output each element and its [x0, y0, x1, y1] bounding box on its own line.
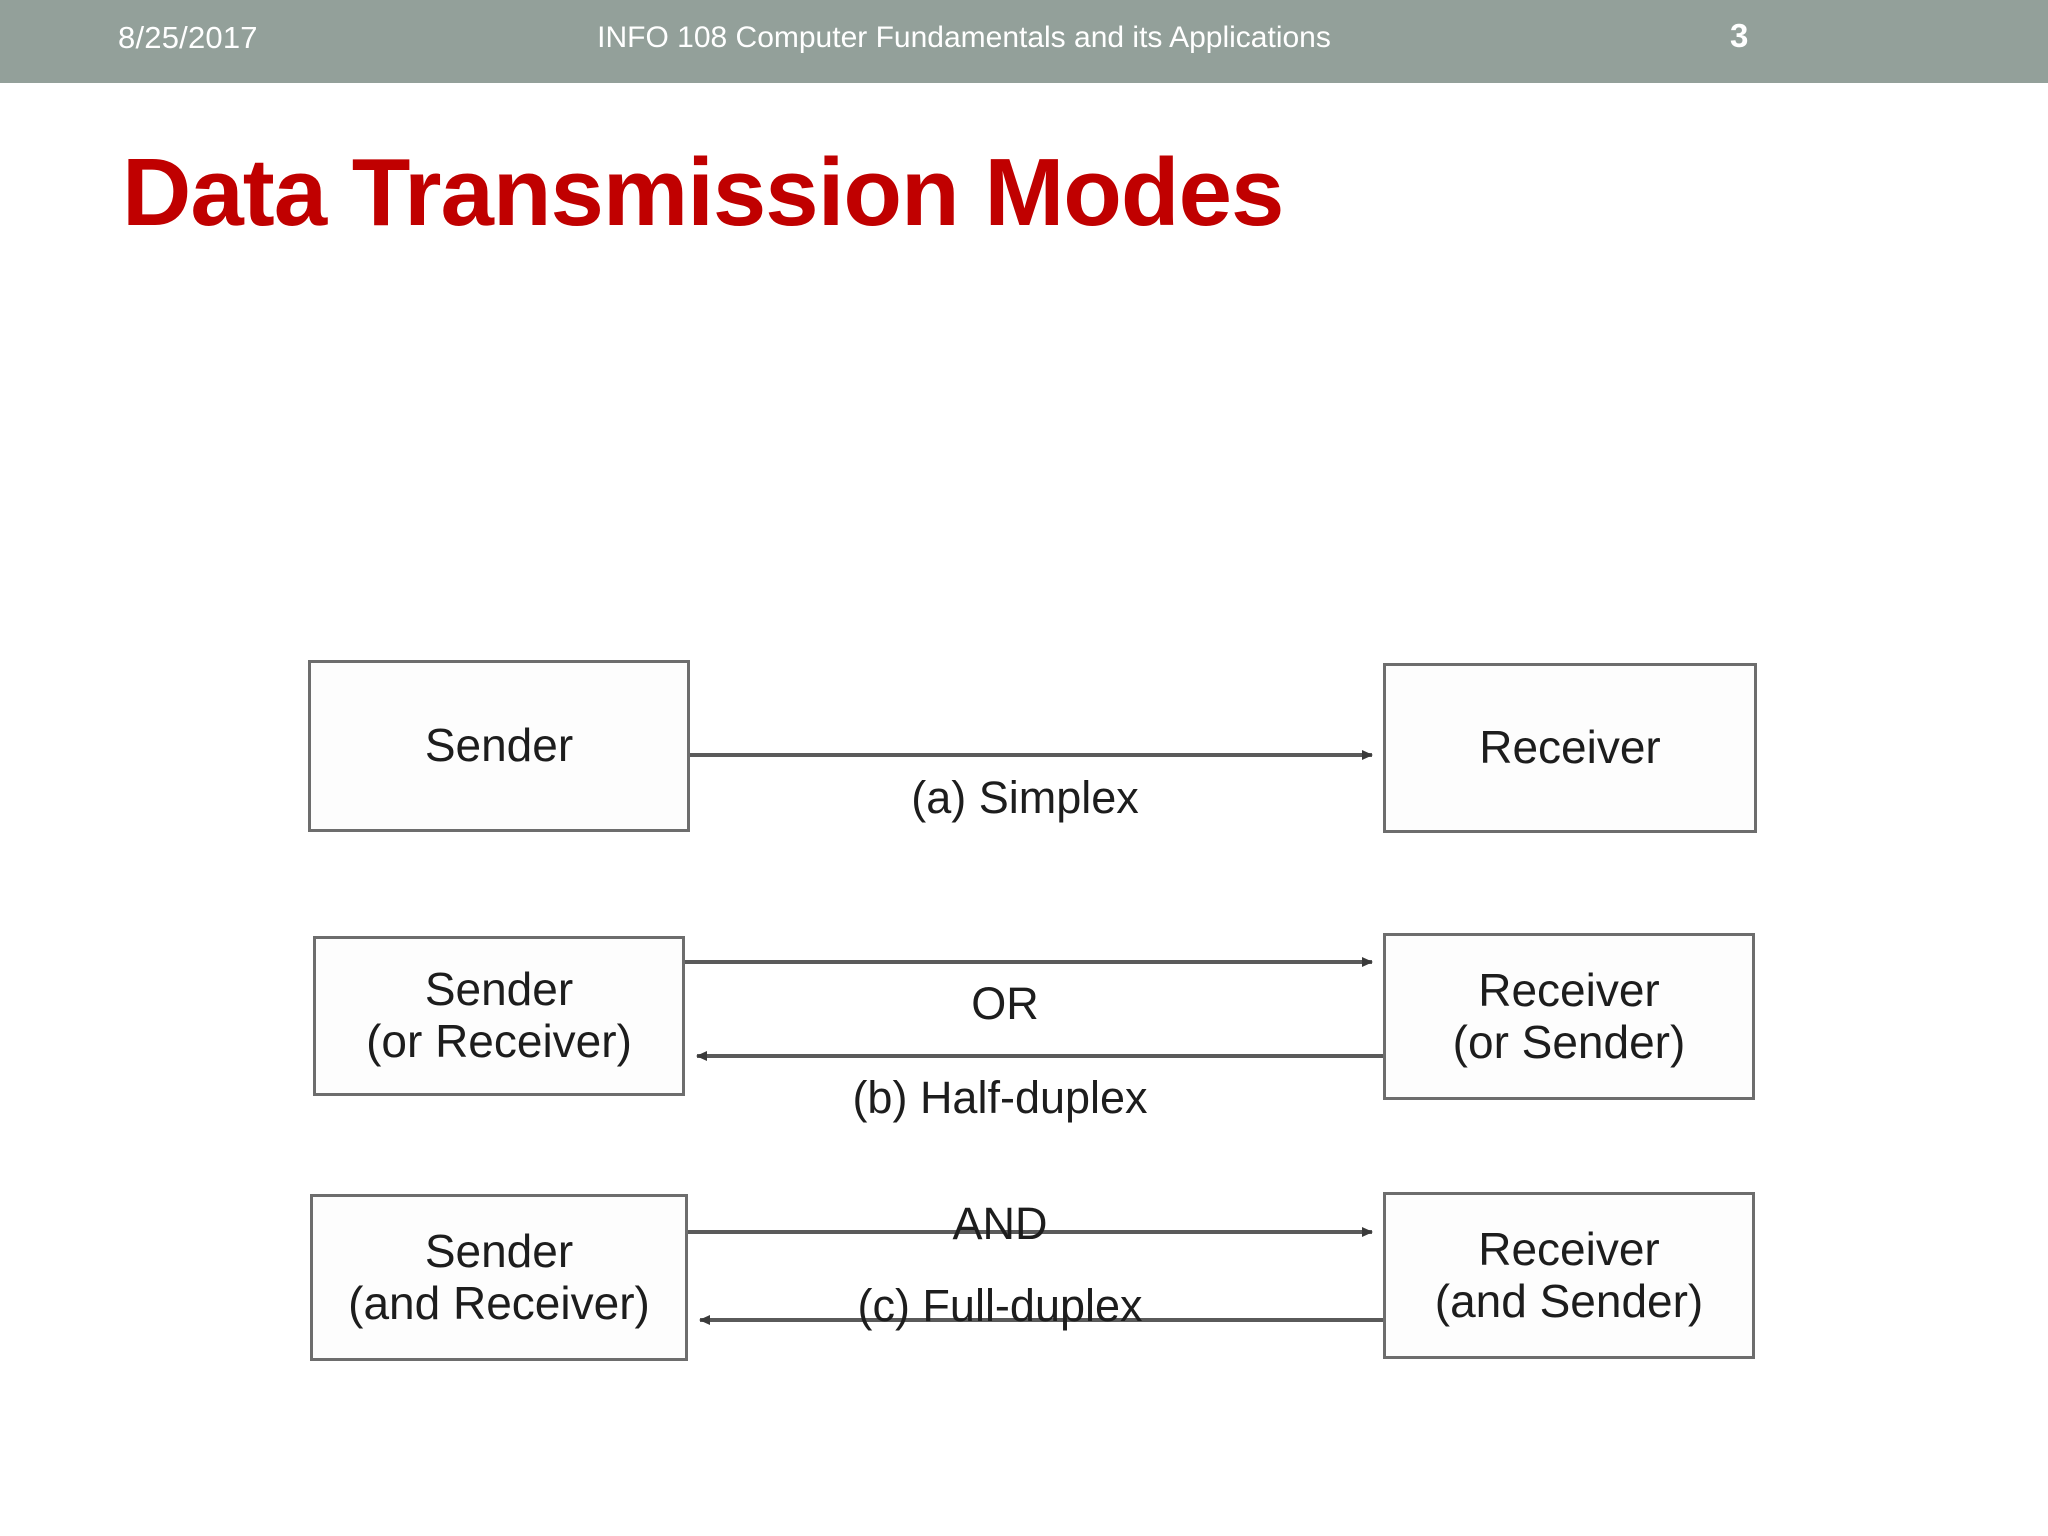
half-duplex-receiver-box: Receiver (or Sender) [1383, 933, 1755, 1100]
page-title: Data Transmission Modes [122, 139, 1284, 246]
box-label-line1: Sender [424, 1224, 574, 1277]
box-label-line2: (or Receiver) [366, 1015, 632, 1067]
simplex-mode-label: (a) Simplex [911, 772, 1139, 823]
full-duplex-sender-box: Sender (and Receiver) [310, 1194, 688, 1361]
full-duplex-receiver-box: Receiver (and Sender) [1383, 1192, 1755, 1359]
simplex-sender-box: Sender [308, 660, 690, 832]
full-duplex-mode-label: (c) Full-duplex [857, 1280, 1143, 1331]
half-duplex-sender-box: Sender (or Receiver) [313, 936, 685, 1096]
box-label-line1: Sender [424, 963, 574, 1016]
box-label-line1: Receiver [1478, 963, 1660, 1016]
slide-header-bar: 8/25/2017 INFO 108 Computer Fundamentals… [0, 0, 2048, 83]
box-label-line2: (and Sender) [1434, 1274, 1704, 1327]
box-label-line1: Receiver [1478, 1222, 1660, 1275]
header-date: 8/25/2017 [118, 20, 258, 55]
header-course-title: INFO 108 Computer Fundamentals and its A… [597, 21, 1331, 54]
box-label-line1: Sender [424, 719, 574, 772]
half-duplex-mode-label: (b) Half-duplex [852, 1072, 1148, 1123]
box-label-line2: (and Receiver) [348, 1276, 650, 1329]
box-label-line2: (or Sender) [1452, 1015, 1686, 1068]
header-page-number: 3 [1730, 17, 1749, 54]
half-duplex-operator-label: OR [971, 978, 1039, 1029]
full-duplex-operator-label: AND [952, 1198, 1048, 1249]
simplex-receiver-box: Receiver [1383, 663, 1757, 833]
box-label-line1: Receiver [1479, 721, 1661, 774]
